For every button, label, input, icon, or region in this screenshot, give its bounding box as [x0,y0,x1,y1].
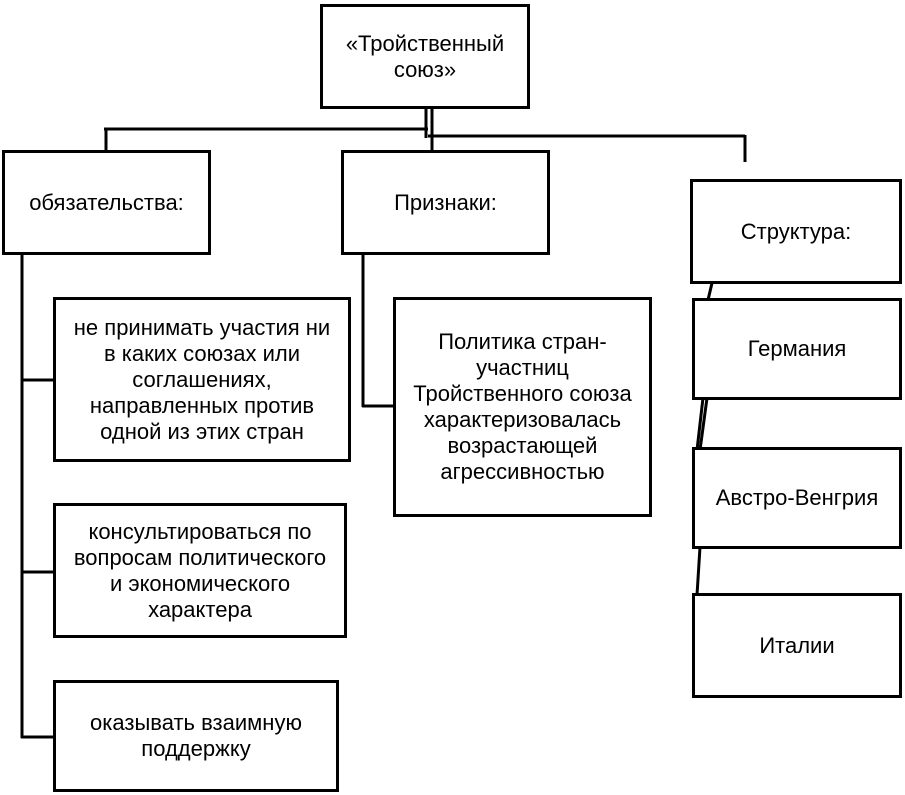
structure-item-germany: Германия [692,298,902,400]
branch-obligations-label: обязательства: [29,189,184,215]
obligation-item: не принимать участия ни в каких союзах и… [53,297,351,462]
structure-item-text: Австро-Венгрия [715,485,879,510]
branch-structure-label: Структура: [740,218,852,244]
obligation-item-text: консультироваться по вопросам политическ… [73,518,327,622]
feature-item: Политика стран- участниц Тройственного с… [393,297,652,517]
obligation-item: оказывать взаимную поддержку [53,680,339,792]
branch-features: Признаки: [341,150,550,255]
branch-obligations: обязательства: [2,150,211,255]
root-node: «Тройственный союз» [320,4,530,109]
feature-item-text: Политика стран- участниц Тройственного с… [413,329,632,484]
structure-item-text: Германия [747,336,847,361]
structure-item-text: Италии [759,632,835,658]
root-label: «Тройственный союз» [345,30,505,82]
branch-features-label: Признаки: [394,189,497,215]
structure-item-austria-hungary: Австро-Венгрия [692,447,902,549]
obligation-item: консультироваться по вопросам политическ… [53,503,347,638]
obligation-item-text: оказывать взаимную поддержку [90,710,302,761]
branch-structure: Структура: [690,179,902,284]
structure-item-italy: Италии [692,593,902,698]
obligation-item-text: не принимать участия ни в каких союзах и… [73,314,331,444]
